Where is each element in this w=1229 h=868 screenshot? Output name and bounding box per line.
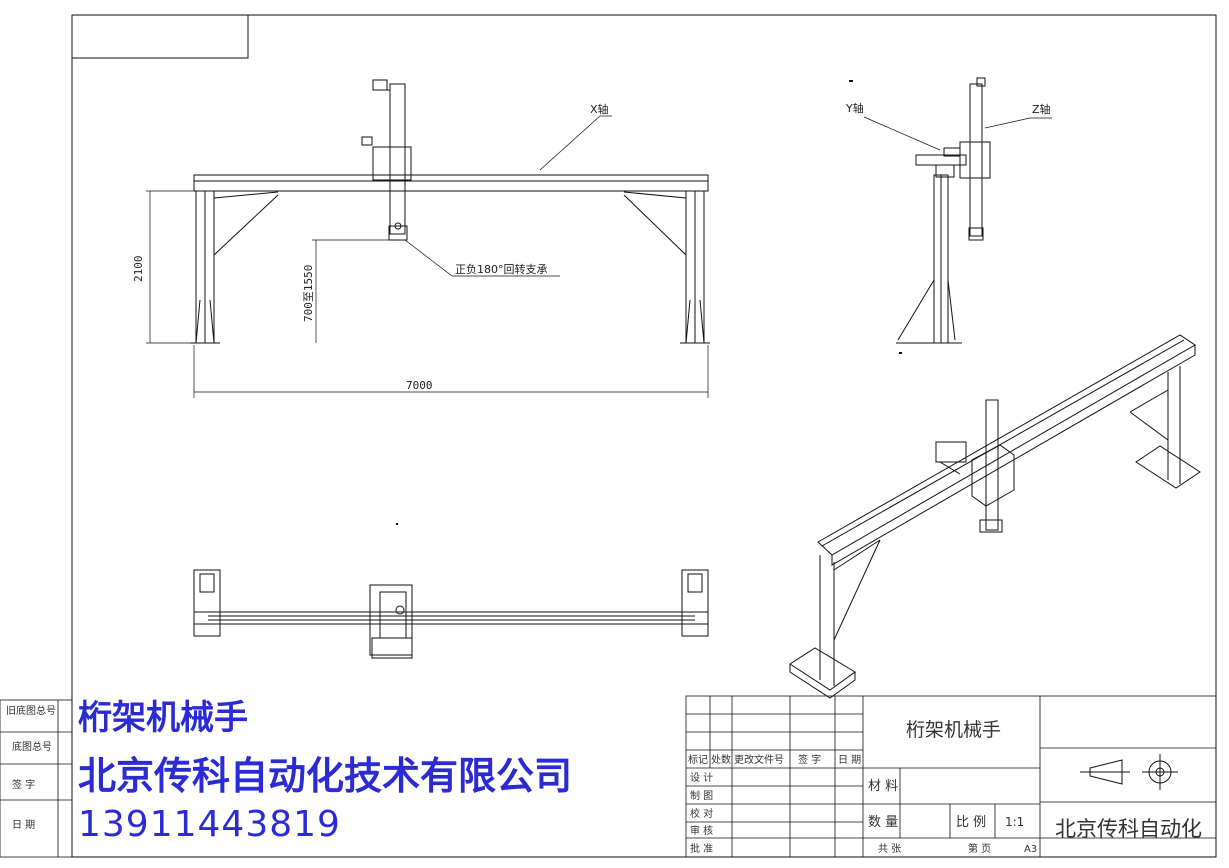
projection-symbol-icon bbox=[1080, 754, 1178, 790]
scale-value: 1:1 bbox=[1005, 815, 1024, 829]
title-block-grid bbox=[685, 695, 1217, 858]
drawing-name: 桁架机械手 bbox=[906, 719, 1001, 741]
role-draw: 制 图 bbox=[690, 789, 713, 802]
overlay-company: 北京传科自动化技术有限公司 bbox=[78, 754, 573, 798]
x-axis-label: X轴 bbox=[590, 102, 609, 116]
signature-label: 签 字 bbox=[12, 778, 35, 791]
role-proof: 校 对 bbox=[690, 807, 713, 820]
header-mark: 标记 bbox=[688, 754, 708, 766]
header-change-doc: 更改文件号 bbox=[734, 753, 784, 766]
overlay-phone: 13911443819 bbox=[78, 804, 341, 845]
isometric-view bbox=[789, 334, 1201, 699]
height-dimension: 2100 bbox=[132, 256, 145, 283]
sheet-frame bbox=[71, 14, 1217, 858]
header-date: 日 期 bbox=[838, 754, 861, 766]
scale-label: 比 例 bbox=[956, 815, 986, 830]
base-no-label: 底图总号 bbox=[12, 740, 52, 753]
side-view bbox=[896, 77, 991, 344]
width-dimension: 7000 bbox=[406, 379, 433, 392]
company-short-name: 北京传科自动化 bbox=[1055, 817, 1202, 841]
date-label: 日 期 bbox=[12, 819, 35, 831]
quantity-label: 数 量 bbox=[868, 815, 898, 830]
side-leaders bbox=[863, 116, 1052, 151]
stray-marks bbox=[396, 80, 902, 525]
total-sheets: 共 张 bbox=[878, 843, 901, 855]
stroke-dimension: 700至1550 bbox=[302, 265, 315, 322]
role-design: 设 计 bbox=[690, 771, 713, 784]
material-label: 材 料 bbox=[868, 779, 898, 794]
rotation-support-label: 正负180°回转支承 bbox=[455, 262, 548, 276]
old-base-no-label: 旧底图总号 bbox=[6, 704, 56, 717]
top-view bbox=[193, 569, 709, 659]
header-sign: 签 字 bbox=[798, 753, 821, 766]
overlay-title: 桁架机械手 bbox=[78, 698, 248, 738]
front-view bbox=[190, 79, 710, 344]
role-review: 审 核 bbox=[690, 824, 713, 837]
role-approve: 批 准 bbox=[690, 842, 713, 855]
front-dimensions bbox=[146, 115, 709, 398]
paper-size: A3 bbox=[1024, 844, 1037, 855]
z-axis-label: Z轴 bbox=[1032, 102, 1051, 116]
side-strip-grid bbox=[0, 699, 73, 858]
sheet-number: 第 页 bbox=[968, 842, 991, 855]
y-axis-label: Y轴 bbox=[845, 101, 864, 115]
header-count: 处数 bbox=[711, 753, 731, 766]
